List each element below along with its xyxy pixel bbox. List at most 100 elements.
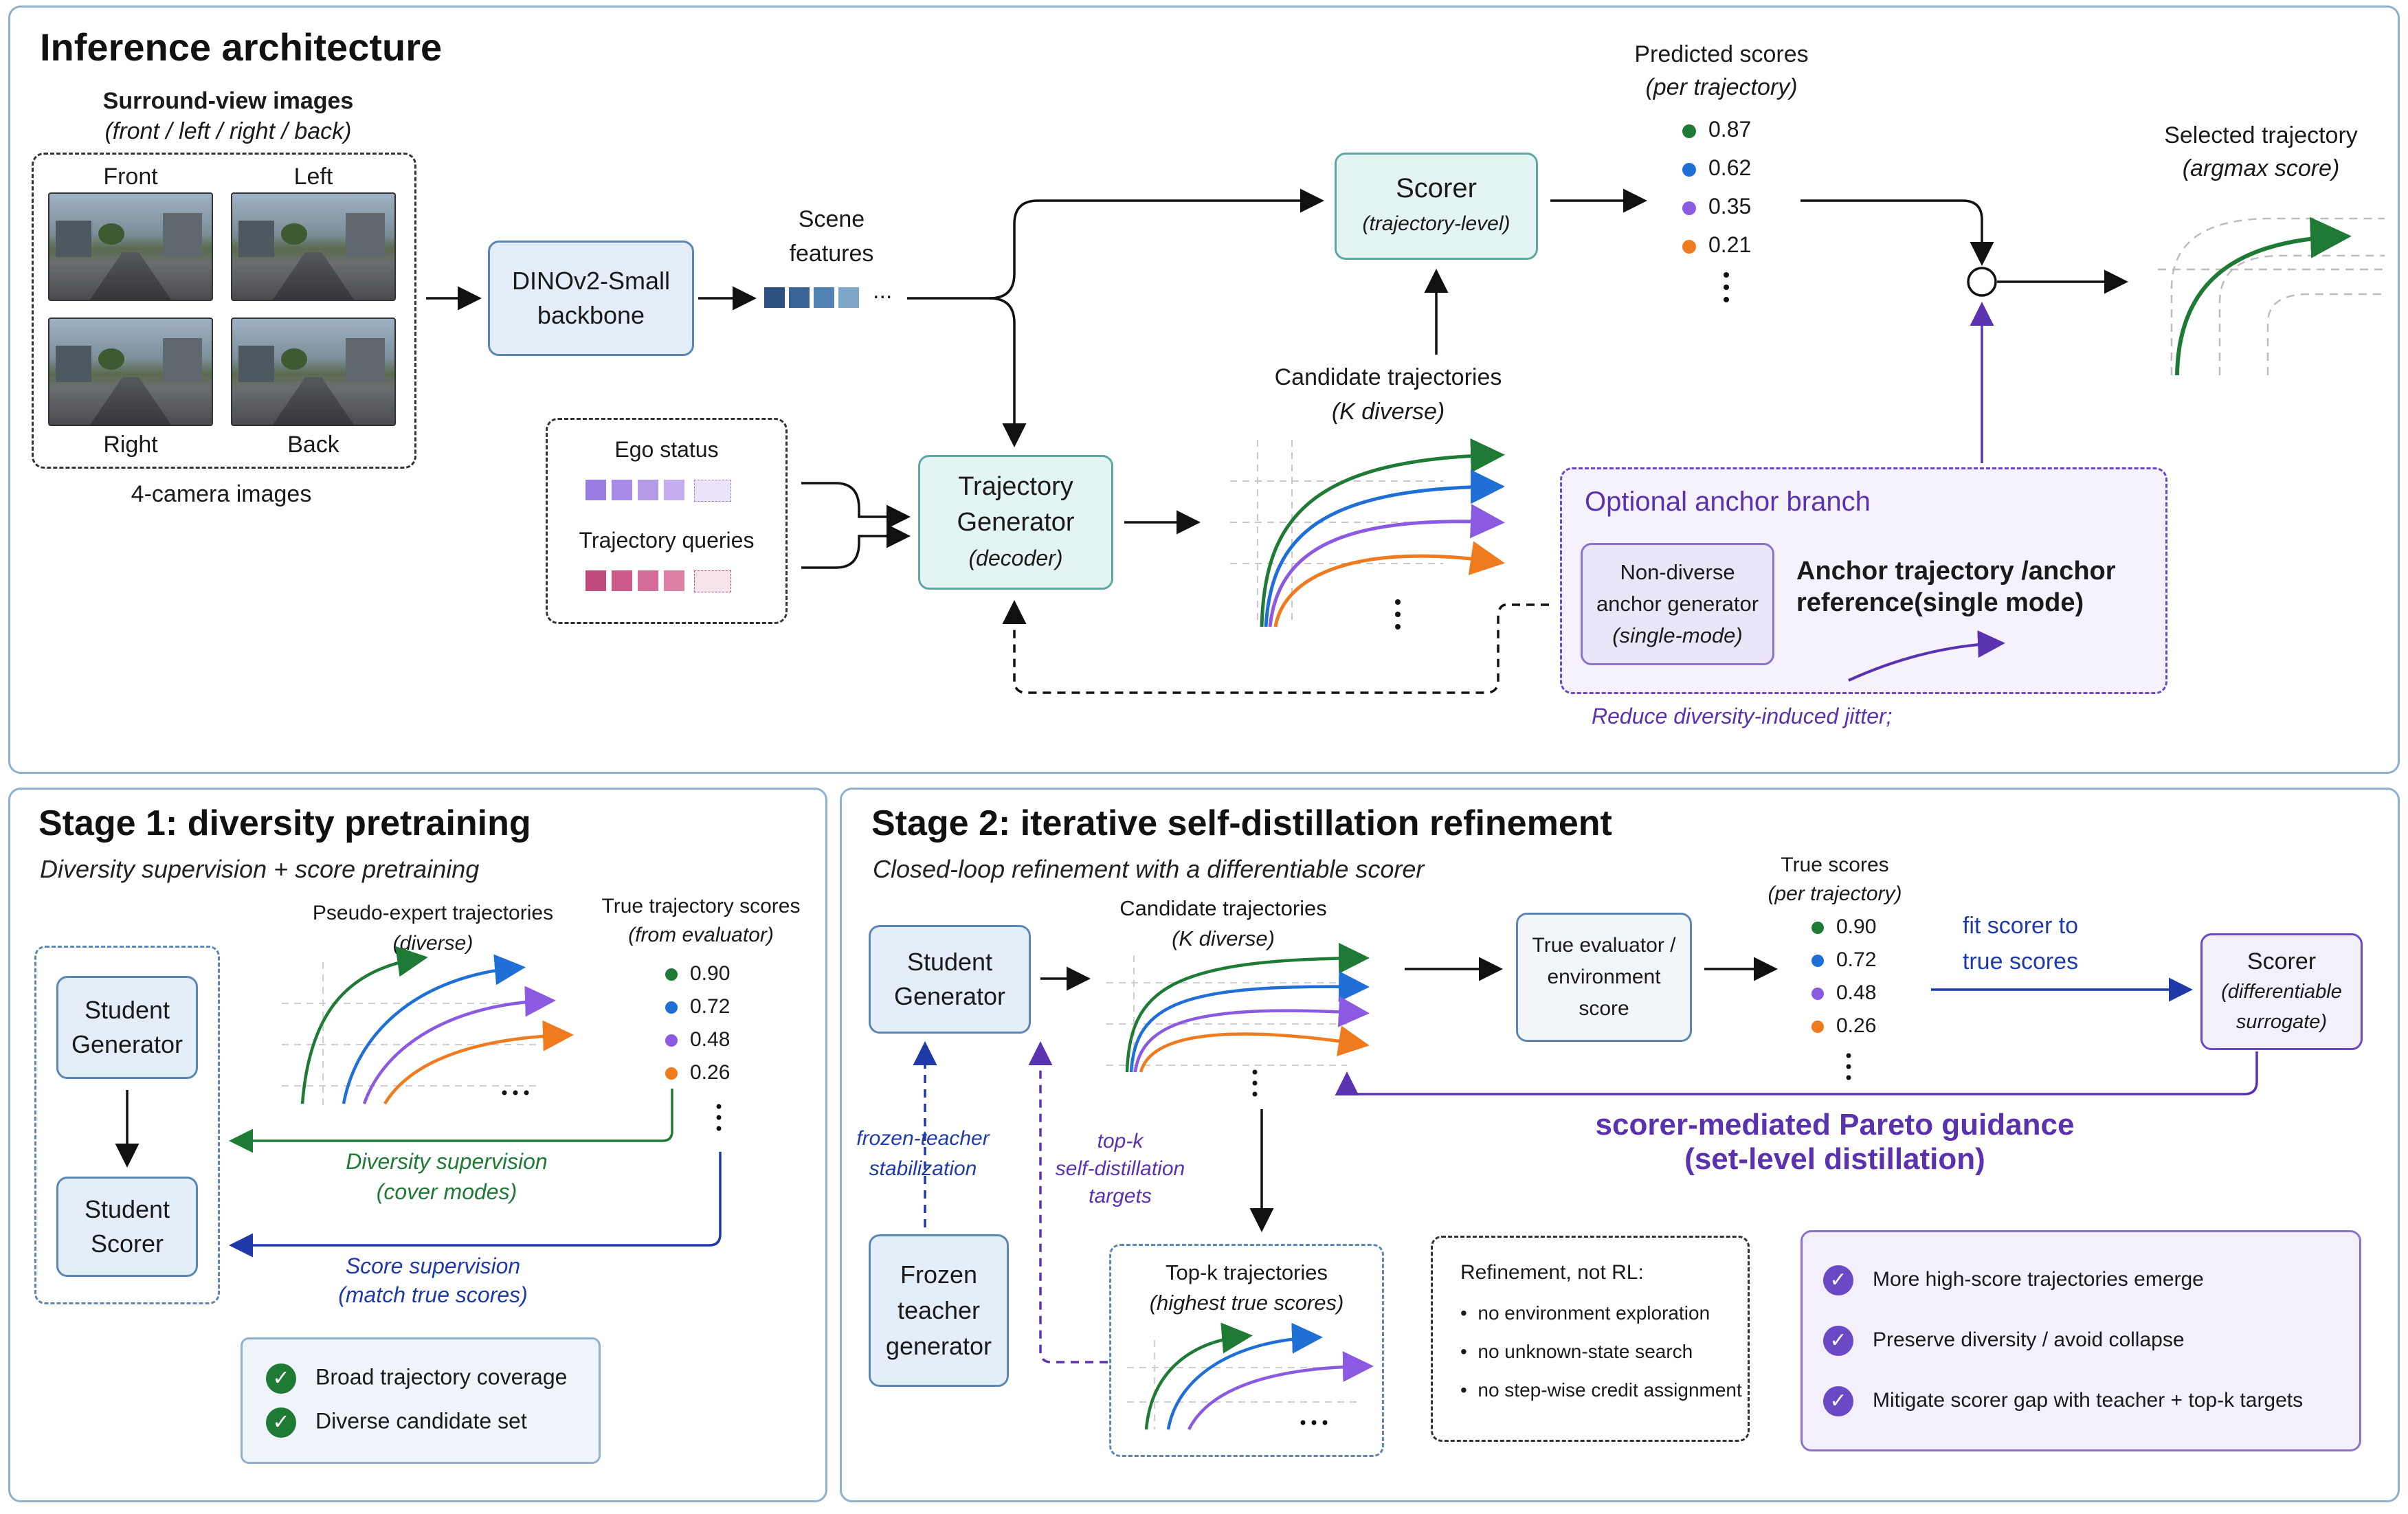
left-camera-image	[231, 192, 396, 301]
right-camera-image	[48, 318, 213, 426]
true-trajectory-scores-title: True trajectory scores	[601, 895, 801, 917]
selected-trajectory-subtitle: (argmax score)	[2182, 155, 2340, 181]
s2-gen-line2: Generator	[893, 982, 1006, 1010]
candidate-trajectories-subtitle: (K diverse)	[1331, 399, 1445, 425]
predicted-score-3: 0.35	[1682, 194, 1751, 219]
selection-node	[1967, 267, 1997, 297]
s2-scorer-line2: (differentiable	[2221, 981, 2342, 1003]
scorer-box: Scorer (trajectory-level)	[1335, 153, 1538, 260]
stage1-title: Stage 1: diversity pretraining	[38, 803, 531, 843]
pseudo-expert-title: Pseudo-expert trajectories	[312, 902, 554, 924]
refine-item: • no environment exploration	[1460, 1302, 1710, 1324]
surround-title: Surround-view images	[102, 88, 354, 114]
nondiv-line3: (single-mode)	[1612, 623, 1743, 647]
non-diverse-anchor-generator-box: Non-diverse anchor generator (single-mod…	[1581, 543, 1774, 665]
diversity-supervision-line2: (cover modes)	[376, 1179, 517, 1204]
s2-candidate-ellipsis	[1252, 1069, 1258, 1097]
predicted-score-1: 0.87	[1682, 117, 1751, 142]
outcome-item: ✓Preserve diversity / avoid collapse	[1823, 1326, 2185, 1356]
query-token	[638, 570, 658, 591]
check-icon: ✓	[1823, 1265, 1853, 1295]
dino-line1: DINOv2-Small	[511, 267, 671, 295]
topk-purple	[1187, 1351, 1374, 1431]
query-token	[586, 570, 606, 591]
s2-candidate-plot	[1106, 942, 1370, 1073]
topk-trajectories-box	[1109, 1244, 1384, 1457]
s2-true-score-2: 0.72	[1811, 948, 1876, 972]
pareto-guidance-arrow	[1335, 1051, 2258, 1095]
feature-token	[838, 287, 859, 308]
topk-targets-line2: self-distillation	[1055, 1157, 1185, 1180]
nondiv-line1: Non-diverse	[1620, 560, 1735, 584]
s2-true-score-3: 0.48	[1811, 981, 1876, 1005]
pseudo-orange	[383, 1020, 574, 1105]
topk-distillation-arrow	[1028, 1041, 1108, 1363]
topk-targets-line3: targets	[1089, 1185, 1152, 1207]
frozen-line3: generator	[885, 1332, 992, 1360]
query-group	[546, 418, 788, 624]
s1-true-score-2: 0.72	[665, 995, 730, 1018]
cam-left-label: Left	[293, 164, 333, 190]
s1-true-score-1: 0.90	[665, 962, 730, 986]
check-icon: ✓	[1823, 1386, 1853, 1416]
trajectory-blue	[1264, 469, 1505, 627]
s1-gen-line1: Student	[84, 996, 170, 1024]
frozen-stabilization-line1: frozen-teacher	[856, 1127, 990, 1150]
s2-trajectory-blue	[1129, 970, 1370, 1073]
trajectory-purple	[1268, 504, 1505, 627]
benefit-item: ✓Diverse candidate set	[266, 1407, 527, 1438]
feature-ellipsis: ...	[873, 278, 893, 304]
stage1-student-generator-box: Student Generator	[56, 976, 198, 1079]
back-camera-image	[231, 318, 396, 426]
topk-ellipsis	[1300, 1420, 1328, 1425]
s2-true-scores-subtitle: (per trajectory)	[1768, 882, 1902, 905]
s1-scores-ellipsis	[716, 1104, 722, 1131]
arrow-queries-to-generator	[801, 524, 911, 569]
ego-token	[694, 480, 731, 502]
s1-scorer-line2: Scorer	[90, 1229, 164, 1258]
candidate-trajectories-plot	[1230, 438, 1505, 627]
outcome-item: ✓Mitigate scorer gap with teacher + top-…	[1823, 1386, 2303, 1416]
predicted-scores-title: Predicted scores	[1634, 41, 1809, 67]
s2-scorer-line3: surrogate)	[2236, 1011, 2328, 1033]
s1-scorer-line1: Student	[84, 1195, 170, 1223]
selected-trajectory-line	[2175, 216, 2352, 376]
fit-scorer-line2: true scores	[1962, 948, 2079, 975]
s1-gen-line2: Generator	[71, 1030, 183, 1058]
stage1-benefits-box: ✓Broad trajectory coverage ✓Diverse cand…	[241, 1337, 601, 1464]
s2-scorer-line1: Scorer	[2247, 948, 2317, 975]
pseudo-blue	[342, 954, 526, 1104]
s2-trajectory-orange	[1139, 1025, 1370, 1073]
nondiv-line2: anchor generator	[1596, 592, 1759, 616]
dino-line2: backbone	[537, 301, 645, 329]
eval-line3: score	[1579, 997, 1629, 1020]
four-camera-label: 4-camera images	[131, 481, 312, 507]
outcome-item: ✓More high-score trajectories emerge	[1823, 1265, 2204, 1295]
pseudo-ellipsis	[502, 1090, 529, 1095]
predicted-score-4: 0.21	[1682, 232, 1751, 258]
feature-token	[789, 287, 810, 308]
cam-back-label: Back	[287, 432, 339, 458]
score-supervision-line1: Score supervision	[345, 1254, 521, 1278]
anchor-arrow	[1848, 630, 2005, 682]
candidate-trajectories-title: Candidate trajectories	[1274, 364, 1502, 390]
anchor-reference-line1: Anchor trajectory /anchor	[1796, 557, 2116, 586]
frozen-teacher-box: Frozen teacher generator	[869, 1234, 1009, 1387]
scene-features-line2: features	[789, 241, 874, 267]
surround-subtitle: (front / left / right / back)	[104, 118, 352, 144]
arrow-features-split	[907, 188, 1324, 300]
check-icon: ✓	[1823, 1326, 1853, 1356]
s1-true-score-3: 0.48	[665, 1028, 730, 1051]
pareto-guidance-line2: (set-level distillation)	[1684, 1142, 1985, 1176]
ego-token	[664, 480, 684, 500]
refine-title: Refinement, not RL:	[1460, 1261, 1644, 1284]
query-token	[694, 570, 731, 592]
arrow-features-to-generator	[989, 297, 1027, 447]
feature-token	[764, 287, 785, 308]
inference-title: Inference architecture	[40, 25, 443, 69]
scorer-line2: (trajectory-level)	[1362, 212, 1510, 235]
eval-line2: environment	[1547, 966, 1661, 988]
query-token	[612, 570, 632, 591]
scorer-line1: Scorer	[1396, 173, 1477, 203]
